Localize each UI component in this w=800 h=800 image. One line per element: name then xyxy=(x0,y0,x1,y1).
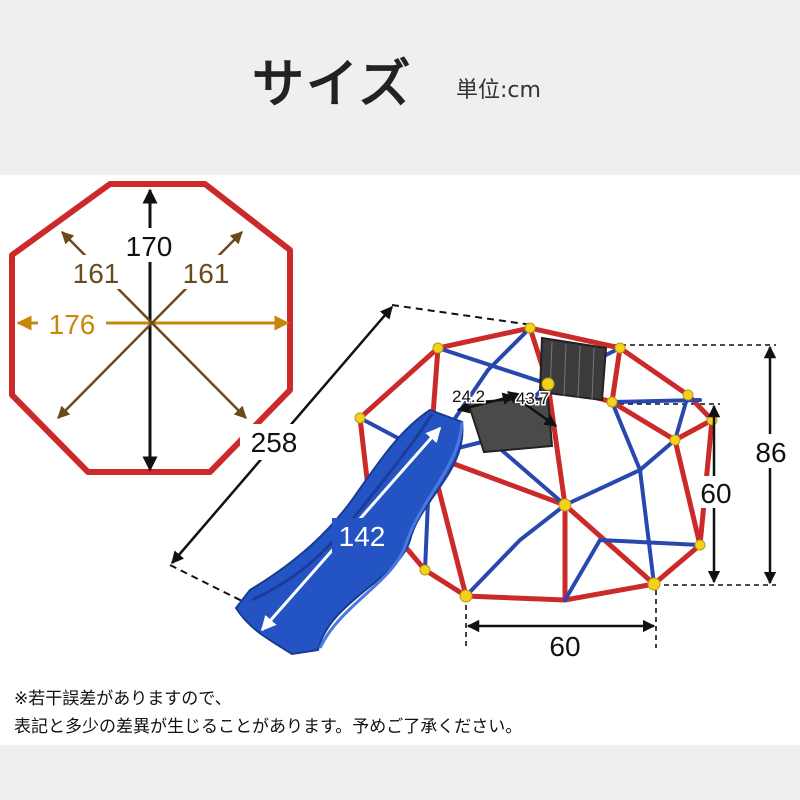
diagonal-label: 258 xyxy=(251,427,298,458)
page-title: サイズ xyxy=(252,55,413,115)
header-band xyxy=(0,0,800,175)
top-diag-right-label: 161 xyxy=(183,258,230,289)
platform-left-label: 24.2 xyxy=(452,387,485,406)
top-diag-left-label: 161 xyxy=(73,258,120,289)
top-height-label: 170 xyxy=(126,231,173,262)
platform-arrow-right xyxy=(506,390,558,428)
top-width-label: 176 xyxy=(49,309,96,340)
base-width-label: 60 xyxy=(549,631,580,662)
unit-label: 単位:cm xyxy=(456,78,541,103)
note-line-1: ※若干誤差がありますので、 xyxy=(14,689,232,709)
inner-height-label: 60 xyxy=(700,478,731,509)
dome-illustration xyxy=(169,304,776,656)
slide-label: 142 xyxy=(339,521,386,552)
platform-right-label: 43.7 xyxy=(516,389,549,408)
footer-band xyxy=(0,745,800,800)
total-height-label: 86 xyxy=(755,437,786,468)
platform-arrow-left xyxy=(456,392,516,414)
note-line-2: 表記と多少の差異が生じることがあります。予めご了承ください。 xyxy=(14,717,523,737)
top-view: 170 161 161 176 xyxy=(9,181,293,475)
side-dimensions: 258 142 24.2 43.7 60 86 60 xyxy=(171,306,796,662)
